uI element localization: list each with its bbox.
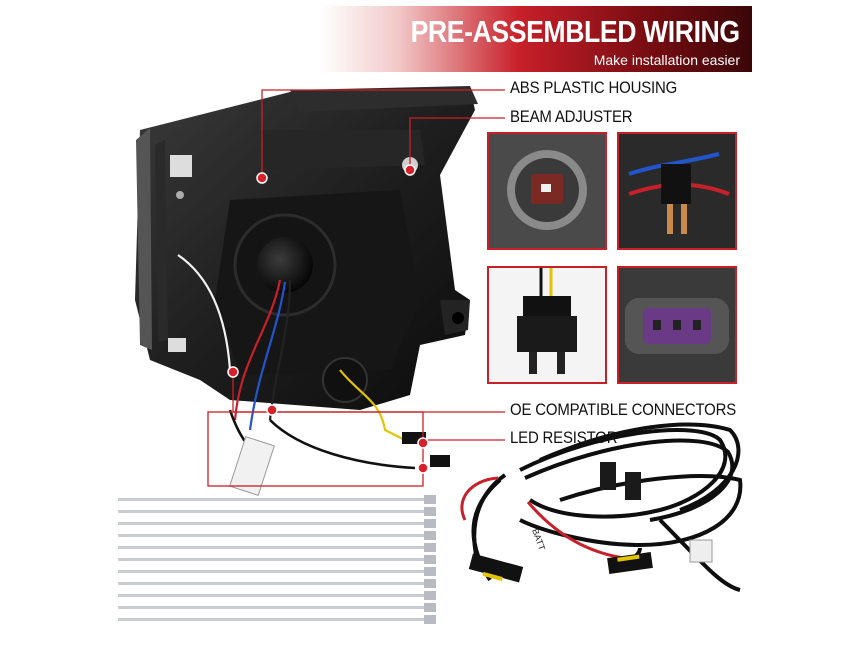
zip-tie-head — [424, 531, 436, 540]
bulb-wires — [177, 254, 416, 470]
zip-tie-head — [424, 615, 436, 624]
banner-title: PRE-ASSEMBLED WIRING — [410, 14, 741, 49]
zip-tie — [118, 534, 436, 537]
zip-tie-head — [424, 543, 436, 552]
zip-tie — [118, 558, 436, 561]
led-resistor — [229, 436, 275, 496]
zip-tie-head — [424, 507, 436, 516]
zip-tie — [118, 606, 436, 609]
callout-dots — [227, 164, 429, 474]
header-banner: PRE-ASSEMBLED WIRING Make installation e… — [320, 6, 752, 72]
inset-purple-connector — [617, 266, 737, 384]
inset-twist-connector — [487, 266, 607, 384]
zip-tie — [118, 570, 436, 573]
zip-tie — [118, 546, 436, 549]
zip-tie — [118, 522, 436, 525]
connector-plug — [430, 455, 450, 467]
headlight-housing — [135, 86, 478, 410]
zip-tie-head — [424, 567, 436, 576]
zip-ties — [118, 495, 436, 624]
banner-subtitle: Make installation easier — [593, 52, 740, 68]
zip-tie-head — [424, 603, 436, 612]
zip-tie — [118, 582, 436, 585]
zip-tie — [118, 510, 436, 513]
callout-lines — [207, 89, 505, 487]
inset-bulb-wires — [617, 132, 737, 250]
inset-socket-top — [487, 132, 607, 250]
callout-abs-plastic-housing: ABS PLASTIC HOUSING — [510, 78, 678, 97]
callout-oe-connectors: OE COMPATIBLE CONNECTORS — [510, 400, 737, 419]
zip-tie-head — [424, 591, 436, 600]
callout-beam-adjuster: BEAM ADJUSTER — [510, 107, 633, 126]
zip-tie — [118, 594, 436, 597]
zip-tie-head — [424, 579, 436, 588]
zip-tie — [118, 498, 436, 501]
zip-tie-head — [424, 555, 436, 564]
callout-led-resistor: LED RESISTOR — [510, 428, 618, 447]
zip-tie-head — [424, 495, 436, 504]
harness-connectors — [468, 462, 713, 583]
bulb-cap — [257, 237, 313, 293]
label-sticker — [170, 155, 192, 177]
zip-tie — [118, 618, 436, 621]
zip-tie-head — [424, 519, 436, 528]
